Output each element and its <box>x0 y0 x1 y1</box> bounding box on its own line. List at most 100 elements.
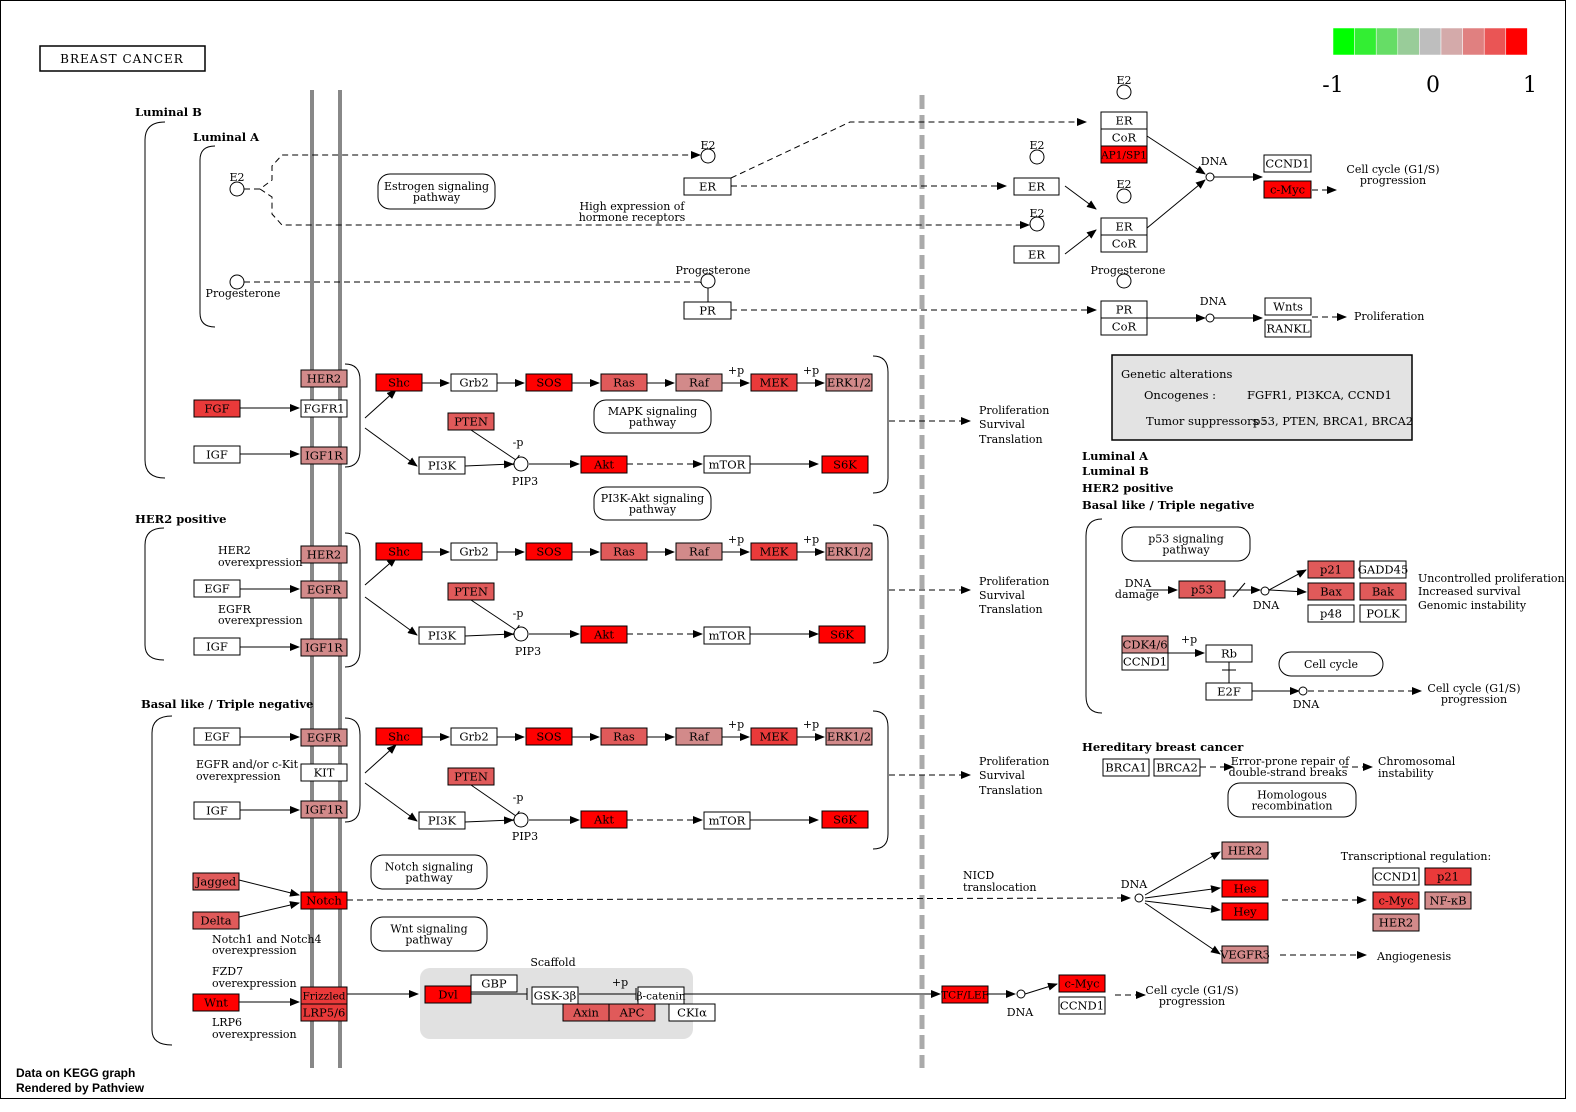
gene-node-shc_3[interactable] <box>375 727 423 746</box>
gene-node-rb[interactable] <box>1205 644 1253 663</box>
gene-node-ap1[interactable] <box>1100 145 1148 164</box>
compound-node[interactable] <box>1205 172 1215 182</box>
gene-node-delta[interactable] <box>192 911 240 930</box>
gene-node-fgf[interactable] <box>193 399 241 418</box>
gene-node-bak[interactable] <box>1359 582 1407 601</box>
pathway-link-homologous[interactable] <box>1227 782 1357 818</box>
gene-node-hey[interactable] <box>1221 902 1269 921</box>
gene-node-erk_2[interactable] <box>825 542 873 561</box>
gene-node-sos_1[interactable] <box>525 373 573 392</box>
gene-node-raf_2[interactable] <box>675 542 723 561</box>
gene-node-ras_3[interactable] <box>600 727 648 746</box>
pathway-link-pi3k[interactable] <box>593 486 712 521</box>
compound-node[interactable] <box>1260 586 1270 596</box>
gene-node-er3[interactable] <box>1013 245 1060 264</box>
gene-node-bax[interactable] <box>1307 582 1355 601</box>
gene-node-pi3k_1[interactable] <box>418 456 466 475</box>
gene-node-gadd45[interactable] <box>1359 560 1407 579</box>
gene-node-akt_1[interactable] <box>580 455 628 474</box>
gene-node-shc_2[interactable] <box>375 542 423 561</box>
compound-node[interactable] <box>700 273 716 289</box>
compound-node[interactable] <box>229 181 245 197</box>
gene-node-igf1r_3[interactable] <box>300 800 348 819</box>
gene-node-nfkb[interactable] <box>1424 891 1472 910</box>
gene-node-egf_3[interactable] <box>193 727 241 746</box>
gene-node-er1[interactable] <box>683 177 732 196</box>
pathway-link-cellcycle[interactable] <box>1278 651 1384 677</box>
gene-node-notch[interactable] <box>300 891 348 910</box>
gene-node-akt_3[interactable] <box>580 810 628 829</box>
gene-node-lrp56[interactable] <box>300 1003 348 1022</box>
gene-node-p21_a[interactable] <box>1307 560 1355 579</box>
gene-node-brca1[interactable] <box>1102 758 1150 777</box>
gene-node-cor_pr[interactable] <box>1100 317 1148 336</box>
gene-node-grb2_3[interactable] <box>450 727 498 746</box>
compound-node[interactable] <box>1298 686 1308 696</box>
gene-node-raf_3[interactable] <box>675 727 723 746</box>
gene-node-mtor_1[interactable] <box>703 455 751 474</box>
gene-node-ccnd1_a[interactable] <box>1263 154 1312 173</box>
gene-node-akt_2[interactable] <box>580 625 628 644</box>
gene-node-erk_3[interactable] <box>825 727 873 746</box>
gene-node-her2_2[interactable] <box>300 545 348 564</box>
gene-node-vegfr3[interactable] <box>1221 945 1269 964</box>
compound-node[interactable] <box>1116 84 1132 100</box>
pathway-link-notch[interactable] <box>370 854 488 890</box>
gene-node-mtor_2[interactable] <box>703 626 751 645</box>
pathway-link-mapk[interactable] <box>593 399 712 434</box>
gene-node-hes[interactable] <box>1221 879 1269 898</box>
gene-node-dvl[interactable] <box>424 985 472 1004</box>
gene-node-p21_t[interactable] <box>1424 867 1472 886</box>
gene-node-apc[interactable] <box>608 1003 656 1022</box>
gene-node-wnts[interactable] <box>1264 297 1312 316</box>
gene-node-pi3k_3[interactable] <box>418 811 466 830</box>
gene-node-s6k_3[interactable] <box>821 810 869 829</box>
gene-node-igf_1[interactable] <box>193 445 241 464</box>
gene-node-cor_mid[interactable] <box>1100 234 1148 253</box>
pathway-link-p53[interactable] <box>1121 526 1251 562</box>
gene-node-sos_3[interactable] <box>525 727 573 746</box>
compound-node[interactable] <box>1134 893 1144 903</box>
pathway-link-wnt[interactable] <box>370 916 488 952</box>
gene-node-egfr_3[interactable] <box>300 728 348 747</box>
gene-node-egfr_2[interactable] <box>300 580 348 599</box>
gene-node-p48[interactable] <box>1307 604 1355 623</box>
gene-node-mtor_3[interactable] <box>703 811 751 830</box>
compound-node[interactable] <box>513 626 529 642</box>
gene-node-ccnd1_c[interactable] <box>1121 652 1169 671</box>
gene-node-pten_1[interactable] <box>447 412 495 431</box>
gene-node-pi3k_2[interactable] <box>418 626 466 645</box>
gene-node-gsk3b[interactable] <box>531 986 579 1005</box>
gene-node-bcatenin[interactable] <box>637 986 685 1005</box>
gene-node-e2f[interactable] <box>1205 682 1253 701</box>
gene-node-grb2_1[interactable] <box>450 373 498 392</box>
gene-node-mek_2[interactable] <box>750 542 798 561</box>
gene-node-er2[interactable] <box>1013 177 1060 196</box>
gene-node-mek_3[interactable] <box>750 727 798 746</box>
gene-node-gbp[interactable] <box>470 974 518 993</box>
gene-node-pten_3[interactable] <box>447 767 495 786</box>
gene-node-jagged[interactable] <box>192 872 240 891</box>
gene-node-sos_2[interactable] <box>525 542 573 561</box>
gene-node-pr1[interactable] <box>683 301 732 320</box>
compound-node[interactable] <box>1116 273 1132 289</box>
gene-node-erk_1[interactable] <box>825 373 873 392</box>
gene-node-ccnd1_w[interactable] <box>1058 996 1106 1015</box>
compound-node[interactable] <box>1029 149 1045 165</box>
compound-node[interactable] <box>513 812 529 828</box>
gene-node-her2_n[interactable] <box>1221 841 1269 860</box>
compound-node[interactable] <box>513 456 529 472</box>
compound-node[interactable] <box>700 148 716 164</box>
gene-node-s6k_2[interactable] <box>818 625 866 644</box>
gene-node-igf1r_2[interactable] <box>300 638 348 657</box>
gene-node-kit_3[interactable] <box>300 763 348 782</box>
gene-node-igf1r_1[interactable] <box>300 446 348 465</box>
gene-node-p53[interactable] <box>1178 580 1226 599</box>
compound-node[interactable] <box>1029 216 1045 232</box>
gene-node-igf_3[interactable] <box>193 801 241 820</box>
gene-node-shc_1[interactable] <box>375 373 423 392</box>
gene-node-cmyc_t[interactable] <box>1372 891 1420 910</box>
gene-node-s6k_1[interactable] <box>821 455 869 474</box>
gene-node-mek_1[interactable] <box>750 373 798 392</box>
gene-node-wnt[interactable] <box>192 993 240 1012</box>
